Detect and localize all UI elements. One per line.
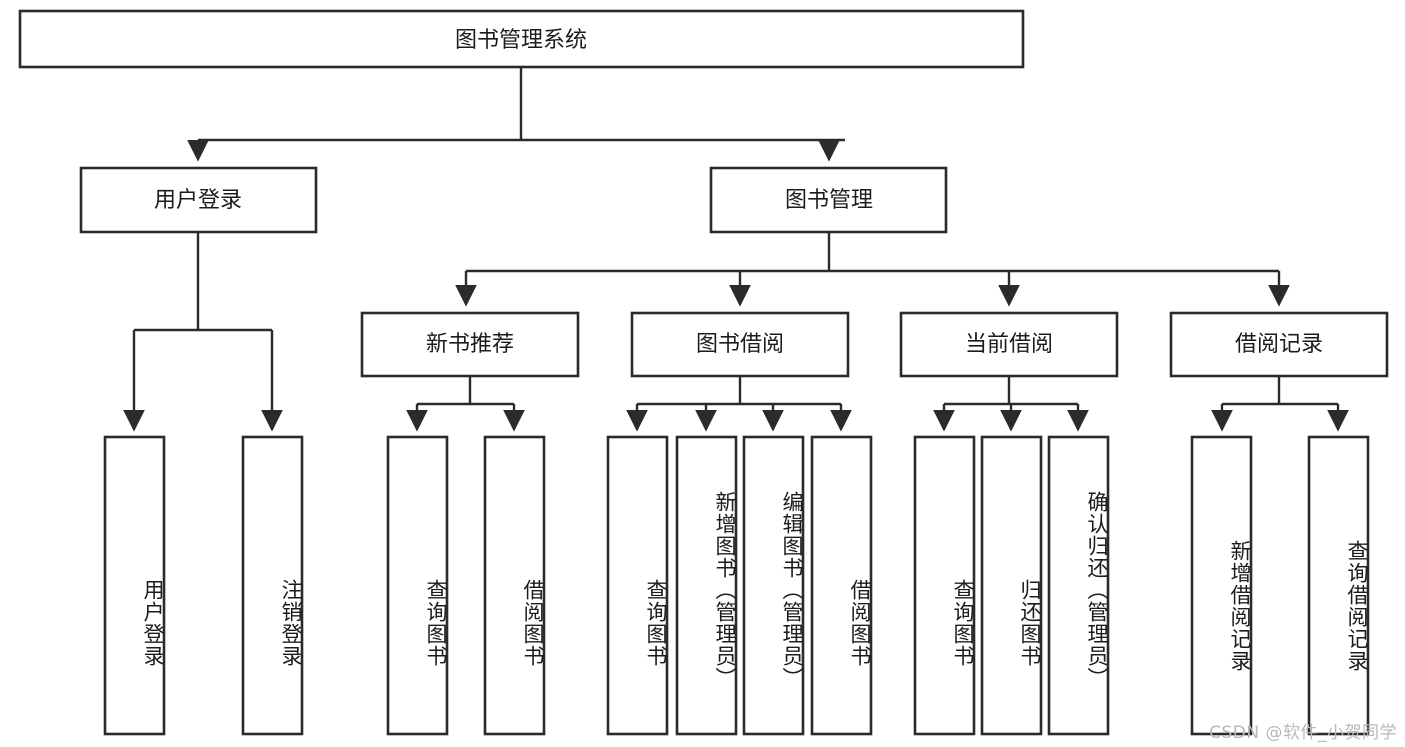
node-current-borrow[interactable]: 当前借阅 (899, 311, 1119, 378)
leaf-node-borrow-borrow-book[interactable] (810, 435, 873, 736)
connector-root-to-level2 (187, 67, 845, 162)
node-user-login[interactable]: 用户登录 (79, 166, 318, 234)
leaf-node-current-query-book[interactable] (913, 435, 976, 736)
csdn-watermark: CSDN @软件_小贺同学 (1209, 723, 1397, 743)
leaf-node-borrow-add-book[interactable] (675, 435, 738, 736)
leaf-node-record-query-record[interactable] (1307, 435, 1370, 736)
connector-userlogin-to-leaves (123, 232, 283, 432)
node-root-label: 图书管理系统 (455, 28, 587, 53)
node-borrow-record-label: 借阅记录 (1235, 332, 1323, 357)
leaf-node-current-return-book[interactable] (980, 435, 1043, 736)
node-book-management-label: 图书管理 (785, 188, 873, 213)
node-book-borrow[interactable]: 图书借阅 (630, 311, 850, 378)
leaf-node-newbook-query-book[interactable] (386, 435, 449, 736)
connector-newbook-to-leaves (406, 376, 525, 432)
connector-borrow-to-leaves (626, 376, 852, 432)
leaf-node-borrow-query-book[interactable] (606, 435, 669, 736)
node-root[interactable]: 图书管理系统 (18, 9, 1025, 69)
node-book-borrow-label: 图书借阅 (696, 332, 784, 357)
node-new-book-recommend-label: 新书推荐 (426, 332, 514, 357)
leaf-node-newbook-borrow-book[interactable] (483, 435, 546, 736)
node-user-login-label: 用户登录 (154, 188, 242, 213)
connector-current-to-leaves (933, 376, 1089, 432)
node-new-book-recommend[interactable]: 新书推荐 (360, 311, 580, 378)
connector-record-to-leaves (1211, 376, 1349, 432)
leaf-node-current-confirm-return[interactable] (1047, 435, 1110, 736)
node-current-borrow-label: 当前借阅 (965, 332, 1053, 357)
node-borrow-record[interactable]: 借阅记录 (1169, 311, 1389, 378)
node-book-management[interactable]: 图书管理 (709, 166, 948, 234)
connector-bookmgmt-to-level3 (455, 232, 1290, 307)
leaf-node-user-login-query[interactable] (103, 435, 166, 736)
leaf-node-record-add-record[interactable] (1190, 435, 1253, 736)
leaf-node-borrow-edit-book[interactable] (742, 435, 805, 736)
leaf-node-user-logout[interactable] (241, 435, 304, 736)
